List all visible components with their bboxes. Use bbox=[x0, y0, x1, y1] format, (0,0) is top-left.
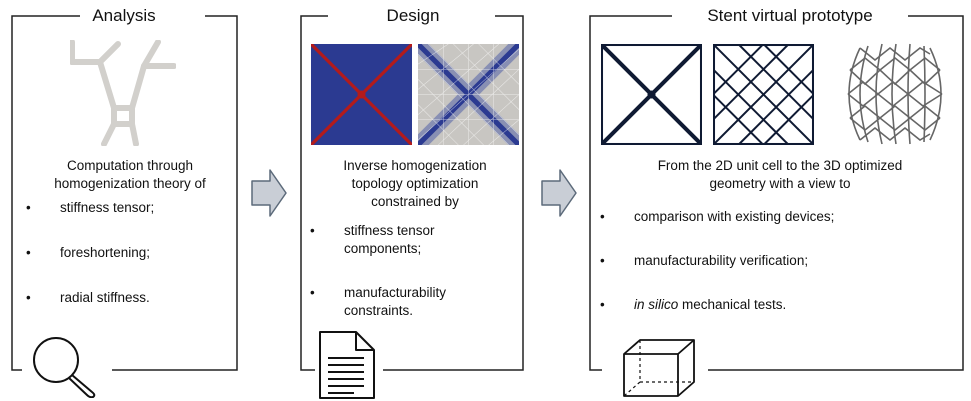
design-description-line: constrained by bbox=[371, 194, 459, 209]
prototype-bullet-text: mechanical tests. bbox=[678, 297, 787, 312]
design-bullet: stiffness tensor components; bbox=[310, 222, 520, 258]
design-bullet-line: stiffness tensor bbox=[344, 223, 435, 238]
prototype-bullet: comparison with existing devices; bbox=[600, 208, 940, 226]
analysis-description: Computation through homogenization theor… bbox=[30, 157, 230, 193]
mesh-image bbox=[418, 44, 519, 145]
right-arrow-icon bbox=[541, 169, 577, 217]
design-panel: Design Inverse homogenization topology o… bbox=[290, 0, 540, 401]
prototype-bullet-text: comparison with existing devices; bbox=[634, 209, 835, 224]
prototype-bullet-list: comparison with existing devices; manufa… bbox=[600, 208, 940, 314]
stent-3d-image bbox=[847, 43, 943, 145]
unit-cell-image bbox=[70, 40, 176, 146]
prototype-title: Stent virtual prototype bbox=[701, 6, 879, 26]
analysis-bullet: foreshortening; bbox=[26, 244, 236, 262]
prototype-bullet: in silico mechanical tests. bbox=[600, 296, 940, 314]
document-icon bbox=[319, 331, 375, 399]
design-description-line: Inverse homogenization bbox=[343, 158, 487, 173]
prototype-bullet: manufacturability verification; bbox=[600, 252, 940, 270]
design-frame bbox=[300, 15, 524, 371]
density-field-image bbox=[311, 44, 412, 145]
design-bullet-list: stiffness tensor components; manufactura… bbox=[310, 222, 520, 320]
design-bullet-line: components; bbox=[344, 241, 422, 256]
right-arrow-icon bbox=[251, 169, 287, 217]
analysis-panel: Analysis Computation through homogenizat… bbox=[0, 0, 280, 401]
design-title: Design bbox=[380, 6, 446, 26]
analysis-bullet-list: stiffness tensor; foreshortening; radial… bbox=[26, 199, 236, 307]
analysis-description-line: homogenization theory of bbox=[54, 176, 206, 191]
prototype-panel: Stent virtual prototype bbox=[580, 0, 971, 401]
prototype-bullet-text: manufacturability verification; bbox=[634, 253, 809, 268]
analysis-bullet: stiffness tensor; bbox=[26, 199, 236, 217]
stent-lattice-image bbox=[713, 44, 814, 145]
design-description-line: topology optimization bbox=[351, 176, 479, 191]
analysis-bullet-text: stiffness tensor; bbox=[60, 200, 155, 215]
analysis-title: Analysis bbox=[86, 6, 162, 26]
analysis-bullet-text: radial stiffness. bbox=[60, 290, 150, 305]
design-description: Inverse homogenization topology optimiza… bbox=[310, 157, 520, 211]
analysis-frame bbox=[11, 15, 238, 371]
design-bullet-line: manufacturability bbox=[344, 285, 447, 300]
magnifying-glass-icon bbox=[33, 337, 96, 398]
prototype-description: From the 2D unit cell to the 3D optimize… bbox=[620, 157, 940, 193]
prototype-description-line: From the 2D unit cell to the 3D optimize… bbox=[657, 158, 903, 173]
prototype-frame bbox=[589, 15, 964, 371]
prototype-bullet-italic: in silico bbox=[634, 297, 679, 312]
analysis-description-line: Computation through bbox=[66, 158, 194, 173]
cube-icon bbox=[623, 339, 695, 397]
analysis-bullet-text: foreshortening; bbox=[60, 245, 151, 260]
analysis-bullet: radial stiffness. bbox=[26, 289, 236, 307]
design-bullet: manufacturability constraints. bbox=[310, 284, 520, 320]
prototype-description-line: geometry with a view to bbox=[709, 176, 851, 191]
stent-unit-cell-image bbox=[601, 44, 702, 145]
design-bullet-line: constraints. bbox=[344, 303, 414, 318]
